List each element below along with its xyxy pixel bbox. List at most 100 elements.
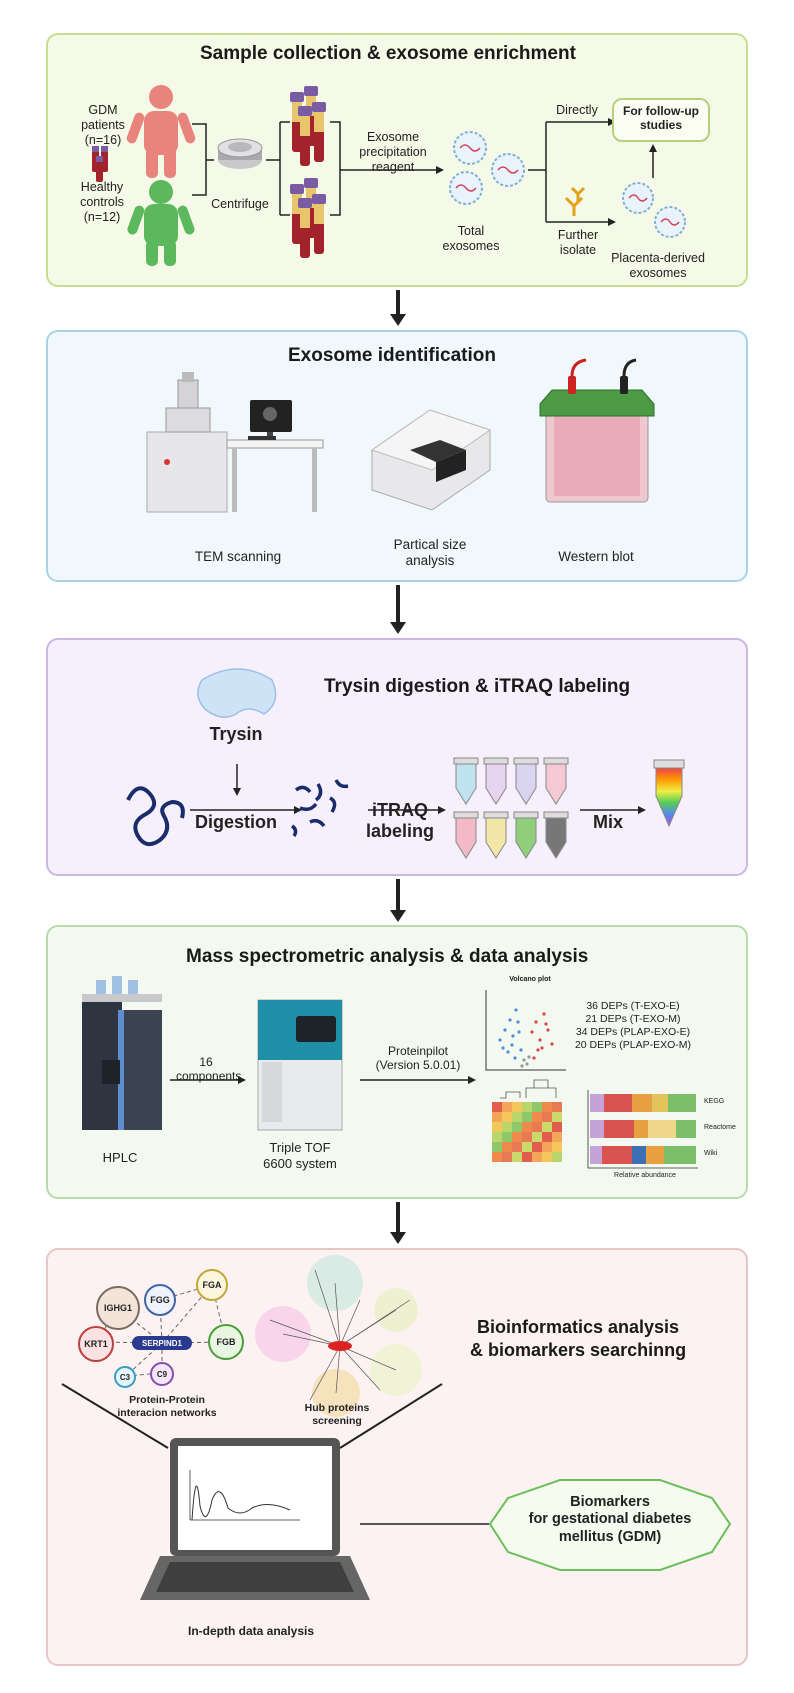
ppi-node-fgg: FGG	[144, 1284, 176, 1316]
panel1-graphics	[92, 85, 686, 266]
antibody-icon	[564, 186, 586, 216]
heatmap-cell	[542, 1122, 552, 1132]
heatmap-cell	[512, 1112, 522, 1122]
heatmap-cell	[542, 1102, 552, 1112]
heatmap-cell	[512, 1142, 522, 1152]
placenta-derived-label: Placenta-derived exosomes	[611, 251, 705, 280]
heatmap-cell	[522, 1102, 532, 1112]
itraq-labeling-label: iTRAQ labeling	[365, 800, 434, 841]
heatmap-cell	[502, 1122, 512, 1132]
triple-tof-label: Triple TOF 6600 system	[263, 1140, 337, 1171]
heatmap-cell	[532, 1152, 542, 1162]
hplc-label: HPLC	[102, 1150, 138, 1165]
heatmap-cell	[522, 1142, 532, 1152]
heatmap-cell	[532, 1142, 542, 1152]
ppi-node-c9: C9	[150, 1362, 174, 1386]
further-isolate-label: Further isolate	[557, 228, 599, 257]
heatmap-cell	[492, 1142, 502, 1152]
panel3-graphics	[126, 668, 685, 859]
directly-label: Directly	[556, 103, 598, 117]
ppi-node-ighg1: IGHG1	[96, 1286, 140, 1330]
gdm-patients-label: GDM patients (n=16)	[81, 103, 125, 147]
follow-up-label: For follow-up studies	[623, 104, 699, 133]
ppi-node-c3: C3	[114, 1366, 136, 1388]
components-label: 16 components	[176, 1055, 242, 1084]
panel2-graphics	[146, 358, 655, 513]
heatmap-cell	[552, 1102, 562, 1112]
heatmap-cell	[522, 1122, 532, 1132]
heatmap-cell	[532, 1122, 542, 1132]
laptop-icon	[140, 1438, 370, 1600]
centrifuge-icon	[217, 138, 263, 169]
ppi-node-serpind1: SERPIND1	[132, 1336, 192, 1350]
ppi-node-krt1: KRT1	[78, 1326, 114, 1362]
deps-counts: 36 DEPs (T-EXO-E) 21 DEPs (T-EXO-M) 34 D…	[574, 1000, 692, 1052]
heatmap-cell	[502, 1142, 512, 1152]
trysin-enzyme-icon	[197, 668, 277, 718]
panel1-title: Sample collection & exosome enrichment	[200, 43, 576, 64]
heatmap-cell	[502, 1152, 512, 1162]
blood-tubes-top-icon	[290, 86, 326, 166]
kegg-label: KEGG	[704, 1098, 725, 1105]
panel3-title: Trysin digestion & iTRAQ labeling	[324, 676, 631, 697]
heatmap-cell	[532, 1132, 542, 1142]
western-blot-tank-icon	[539, 358, 655, 503]
indepth-analysis-label: In-depth data analysis	[187, 1624, 315, 1638]
particle-size-analyzer-icon	[370, 409, 492, 511]
trysin-label: Trysin	[209, 724, 263, 744]
panel5-title: Bioinformatics analysis & biomarkers sea…	[470, 1317, 687, 1360]
heatmap-cell	[512, 1122, 522, 1132]
reactome-label: Reactome	[704, 1124, 736, 1131]
panel4-graphics	[82, 976, 698, 1169]
relative-abundance-bars	[587, 1090, 698, 1169]
panel4-title: Mass spectrometric analysis & data analy…	[186, 946, 589, 967]
heatmap-cell	[522, 1152, 532, 1162]
heatmap-cell	[542, 1132, 552, 1142]
hub-proteins-label: Hub proteins screening	[304, 1402, 370, 1427]
blood-tubes-bottom-icon	[290, 178, 326, 258]
panel2-title: Exosome identification	[288, 345, 496, 366]
centrifuge-label: Centrifuge	[211, 197, 269, 211]
heatmap-cell	[542, 1142, 552, 1152]
volcano-title: Volcano plot	[509, 976, 551, 983]
heatmap-cell	[522, 1112, 532, 1122]
biomarkers-shape	[488, 1479, 732, 1571]
ppi-node-fga: FGA	[196, 1269, 228, 1301]
peptides-icon	[290, 779, 349, 837]
heatmap-cell	[522, 1132, 532, 1142]
partical-size-label: Partical size analysis	[393, 537, 467, 569]
total-exosomes-label: Total exosomes	[442, 224, 500, 253]
ppi-networks-label: Protein-Protein interacion networks	[117, 1394, 217, 1419]
heatmap-cell	[512, 1102, 522, 1112]
heatmap-cell	[502, 1102, 512, 1112]
triple-tof-icon	[257, 999, 343, 1131]
heatmap-cell	[552, 1142, 562, 1152]
heatmap-cell	[532, 1102, 542, 1112]
reagent-label: Exosome precipitation reagent	[359, 130, 427, 174]
relative-abundance-label: Relative abundance	[614, 1172, 676, 1179]
heatmap-cell	[502, 1112, 512, 1122]
follow-up-box	[612, 98, 710, 142]
western-blot-label: Western blot	[558, 549, 634, 564]
wiki-label: Wiki	[704, 1150, 718, 1157]
biomarkers-label: Biomarkers for gestational diabetes mell…	[528, 1494, 692, 1545]
heatmap-cells	[492, 1102, 562, 1162]
heatmap-cell	[492, 1112, 502, 1122]
heatmap-cell	[512, 1132, 522, 1142]
digestion-label: Digestion	[194, 812, 277, 832]
mixed-tube-icon	[653, 759, 685, 828]
heatmap-cell	[502, 1132, 512, 1142]
ppi-node-fgb: FGB	[208, 1324, 244, 1360]
hplc-instrument-icon	[82, 976, 162, 1130]
heatmap-cell	[532, 1112, 542, 1122]
tem-label: TEM scanning	[194, 549, 282, 564]
itraq-tubes-icon	[453, 757, 569, 859]
small-blood-tubes-icon	[92, 146, 108, 182]
hub-network-icon	[255, 1255, 422, 1417]
heatmap-cell	[552, 1122, 562, 1132]
healthy-controls-label: Healthy controls (n=12)	[80, 180, 124, 224]
heatmap-cell	[492, 1102, 502, 1112]
heatmap-cell	[552, 1112, 562, 1122]
heatmap-icon	[500, 1079, 557, 1099]
